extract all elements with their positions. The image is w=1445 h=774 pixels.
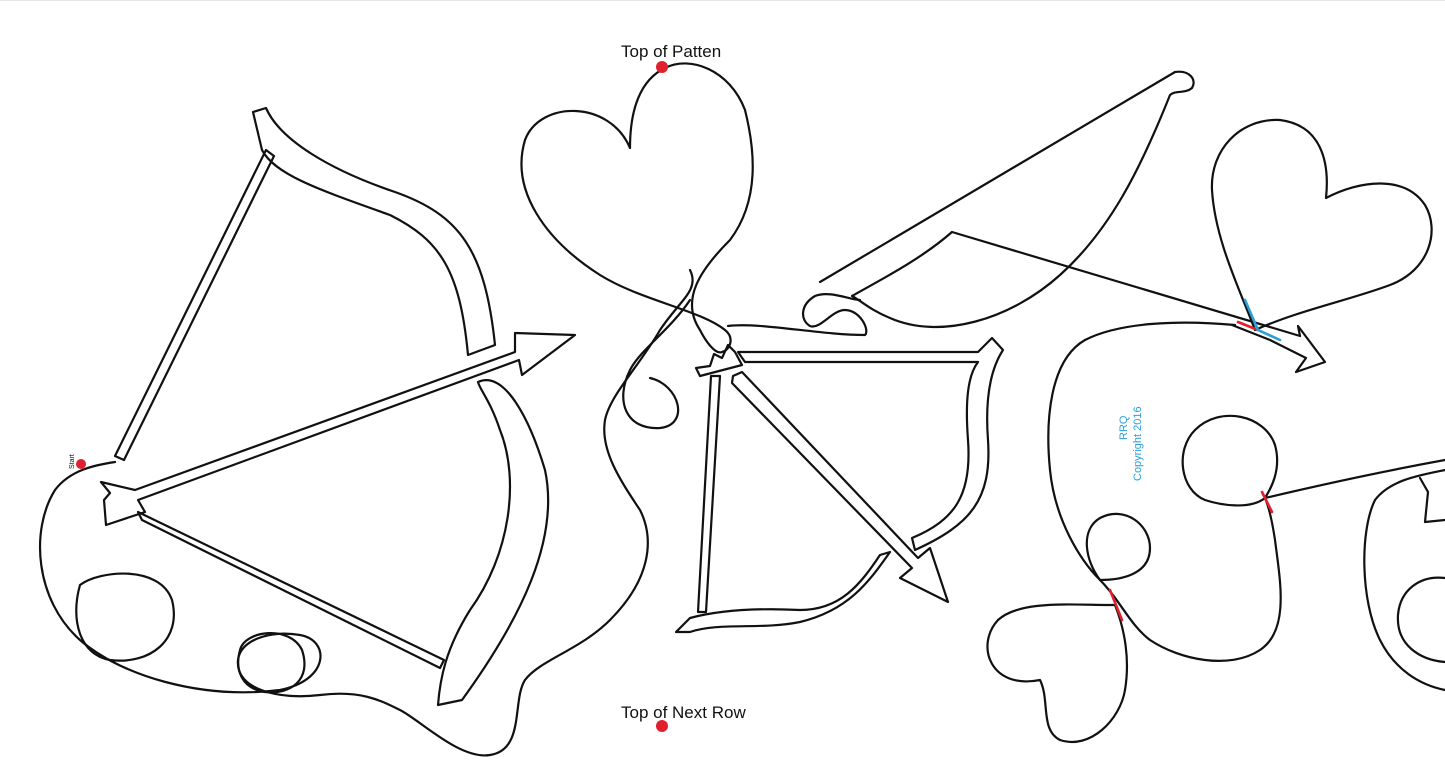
center-bow-frame	[736, 336, 1005, 552]
join-red-upper	[1236, 320, 1260, 332]
join-marks	[1108, 298, 1282, 622]
left-bowstring-upper	[113, 148, 276, 462]
center-loop	[622, 298, 692, 430]
top-of-pattern-label: Top of Patten	[621, 42, 721, 61]
right-arrow-shaft	[950, 230, 1327, 374]
left-bowstring-lower	[136, 510, 446, 670]
join-blue-heart	[1243, 298, 1260, 332]
left-bow-limb	[251, 106, 497, 357]
start-label: Start	[69, 454, 76, 469]
copyright-line2: Copyright 2016	[1132, 406, 1144, 481]
left-circle-loop	[237, 632, 306, 694]
left-bow-lower-limb	[436, 379, 550, 707]
top-of-pattern-marker-icon	[656, 61, 668, 73]
right-lower-heart	[986, 603, 1129, 743]
join-red-lower	[1108, 588, 1124, 622]
join-blue-upper	[1256, 328, 1282, 342]
center-bow-top-limb	[726, 292, 868, 337]
right-edge-loop-partial	[1396, 576, 1445, 664]
top-border	[0, 0, 1445, 1]
right-small-loop	[1085, 512, 1152, 582]
center-bowstring	[696, 374, 722, 614]
copyright-line1: RRQ	[1118, 415, 1130, 440]
start-marker-icon	[76, 459, 86, 469]
right-wandering-line	[1047, 321, 1445, 662]
top-of-next-row-label: Top of Next Row	[621, 703, 746, 722]
join-red-right	[1260, 490, 1274, 514]
center-arrow	[694, 343, 950, 604]
left-small-loop	[75, 572, 175, 662]
right-arrow-bow	[818, 70, 1195, 329]
right-edge-arrow-partial	[1418, 476, 1445, 524]
center-bow-lower-limb	[674, 550, 892, 634]
center-heart	[520, 62, 754, 354]
left-arrow	[99, 331, 577, 527]
top-of-next-row-marker-icon	[656, 720, 668, 732]
right-edge-bow-partial	[1363, 468, 1445, 692]
pattern-lines	[39, 62, 1445, 757]
right-upper-heart	[1210, 118, 1433, 332]
